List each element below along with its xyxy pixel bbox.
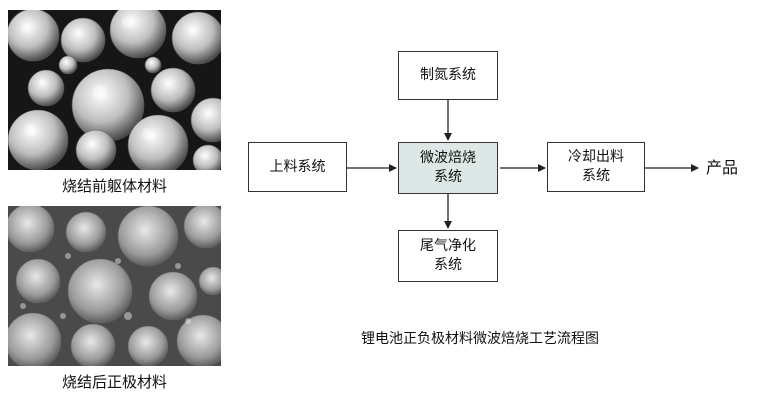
precursor-sem-image: [8, 10, 221, 170]
exhaust-purification-node: 尾气净化 系统: [398, 230, 498, 282]
cooling-discharge-node: 冷却出料 系统: [547, 142, 645, 192]
product-label: 产品: [706, 158, 739, 177]
cathode-sem-image: [8, 206, 221, 366]
precursor-caption: 烧结前躯体材料: [61, 177, 167, 195]
hydrogen-system-node: 制氮系统: [398, 51, 498, 100]
feed-system-node: 上料系统: [248, 142, 347, 192]
cathode-caption: 烧结后正极材料: [61, 373, 167, 391]
microwave-roasting-node: 微波焙烧 系统: [398, 142, 498, 194]
diagram-title: 锂电池正负极材料微波焙烧工艺流程图: [361, 331, 599, 347]
